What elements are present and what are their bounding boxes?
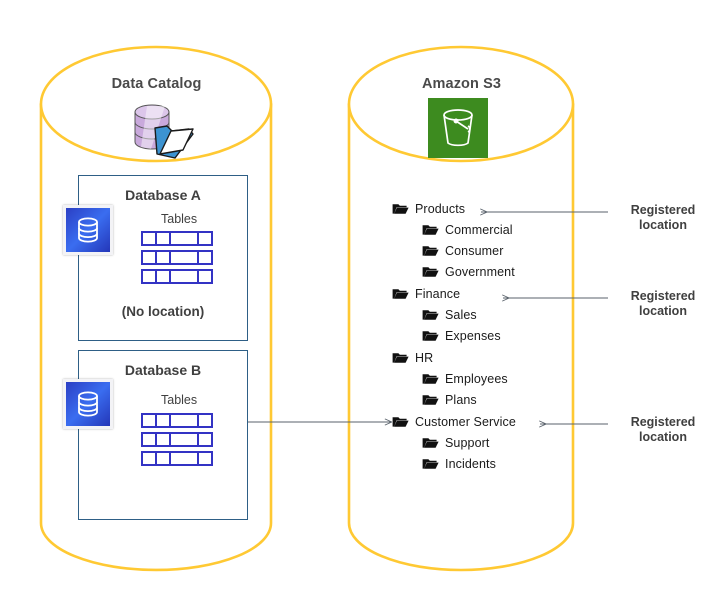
tree-item-hr[interactable]: HR <box>392 349 433 366</box>
table-row <box>141 413 213 428</box>
tree-item-label: Expenses <box>445 328 501 343</box>
database-a-box: Database A Tables (No location) <box>78 175 248 341</box>
folder-icon <box>392 289 409 299</box>
tree-item-label: Support <box>445 435 490 450</box>
tree-item-label: HR <box>415 350 434 365</box>
table-row <box>141 231 213 246</box>
registered-location-label-finance: Registered location <box>630 289 696 318</box>
tree-item-sales[interactable]: Sales <box>422 306 477 323</box>
table-row <box>141 451 213 466</box>
tree-item-label: Sales <box>445 307 477 322</box>
tree-item-label: Finance <box>415 286 461 301</box>
database-icon <box>63 379 113 429</box>
folder-icon <box>392 204 409 214</box>
folder-icon <box>422 438 439 448</box>
folder-icon <box>422 331 439 341</box>
tree-item-commercial[interactable]: Commercial <box>422 221 513 238</box>
database-b-box: Database B Tables <box>78 350 248 520</box>
tree-item-label: Products <box>415 201 466 216</box>
tree-item-incidents[interactable]: Incidents <box>422 455 496 472</box>
tree-item-label: Incidents <box>445 456 496 471</box>
amazon-s3-title: Amazon S3 <box>421 76 502 92</box>
table-row <box>141 250 213 265</box>
folder-icon <box>422 225 439 235</box>
tree-item-expenses[interactable]: Expenses <box>422 327 501 344</box>
tree-item-products[interactable]: Products <box>392 200 465 217</box>
folder-icon <box>392 417 409 427</box>
database-a-tables-label: Tables <box>161 212 198 226</box>
s3-bucket-icon <box>428 98 488 158</box>
tree-item-finance[interactable]: Finance <box>392 285 460 302</box>
tree-item-label: Customer Service <box>415 414 516 429</box>
folder-icon <box>422 246 439 256</box>
table-row <box>141 432 213 447</box>
tree-item-label: Government <box>445 264 515 279</box>
tree-item-employees[interactable]: Employees <box>422 370 508 387</box>
tree-item-consumer[interactable]: Consumer <box>422 242 503 259</box>
folder-icon <box>422 267 439 277</box>
registered-location-label-customer-service: Registered location <box>630 415 696 444</box>
tree-item-label: Commercial <box>445 222 513 237</box>
registered-location-label-products: Registered location <box>630 203 696 232</box>
database-icon <box>63 205 113 255</box>
database-a-title: Database A <box>125 187 201 203</box>
tree-item-government[interactable]: Government <box>422 263 515 280</box>
tree-item-customer-service[interactable]: Customer Service <box>392 413 516 430</box>
folder-icon <box>422 395 439 405</box>
tree-item-support[interactable]: Support <box>422 434 489 451</box>
data-catalog-icon <box>127 98 197 160</box>
table-row <box>141 269 213 284</box>
database-a-location-note: (No location) <box>121 304 205 319</box>
data-catalog-title: Data Catalog <box>111 76 202 92</box>
tree-item-label: Employees <box>445 371 508 386</box>
folder-icon <box>422 310 439 320</box>
tree-item-label: Consumer <box>445 243 504 258</box>
database-b-tables-label: Tables <box>161 393 198 407</box>
folder-icon <box>422 374 439 384</box>
folder-icon <box>422 459 439 469</box>
tree-item-plans[interactable]: Plans <box>422 391 477 408</box>
folder-icon <box>392 353 409 363</box>
tree-item-label: Plans <box>445 392 477 407</box>
database-b-title: Database B <box>124 362 202 378</box>
